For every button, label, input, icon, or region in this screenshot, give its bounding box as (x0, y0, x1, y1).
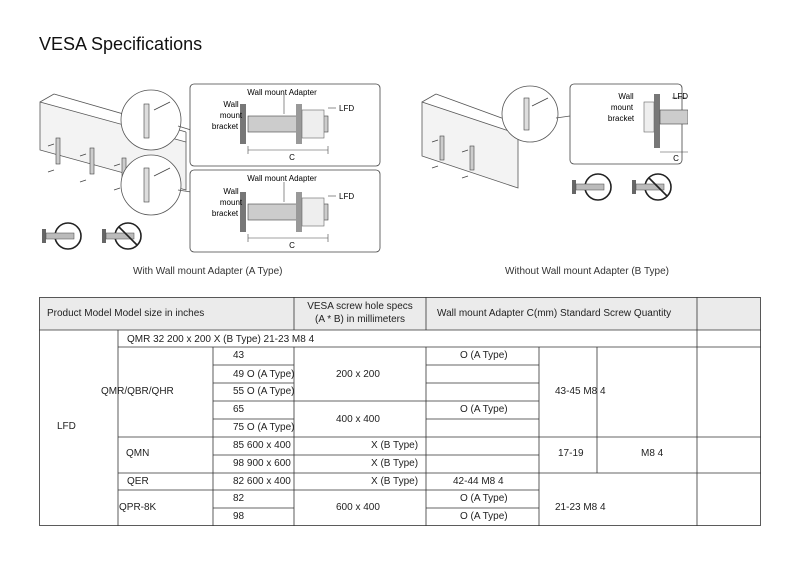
model-qmr-qbr-qhr: QMR/QBR/QHR (101, 386, 174, 397)
adapter-b-type: X (B Type) (371, 458, 419, 469)
svg-text:C: C (289, 241, 295, 250)
svg-text:mount: mount (220, 111, 243, 120)
figure-b-illustration: Wall mount bracket LFD C (421, 83, 688, 201)
label-adapter-top: Wall mount Adapter (247, 88, 317, 97)
screw-not-allowed-icon-b (632, 173, 672, 201)
svg-text:Wall: Wall (223, 187, 238, 196)
label-lfd-bottom: LFD (339, 192, 354, 201)
model-qpr-8k: QPR-8K (119, 502, 157, 513)
vesa-200x200: 200 x 200 (336, 369, 380, 380)
adapter-a-type: O (A Type) (460, 404, 508, 415)
svg-text:C: C (289, 153, 295, 162)
vesa-spec-table: Product Model Model size in inches VESA … (39, 297, 761, 526)
model-qmn: QMN (126, 448, 150, 459)
list-item: 65 (233, 404, 245, 415)
list-item: 82 (233, 493, 245, 504)
list-item: 43 (233, 350, 245, 361)
list-item: 55 O (A Type) (233, 386, 295, 397)
svg-text:mount: mount (220, 198, 243, 207)
zoom-circle-top (120, 89, 182, 151)
header-adapter-screw: Wall mount Adapter C(mm) Standard Screw … (437, 308, 672, 319)
svg-text:Wall: Wall (618, 92, 633, 101)
vesa-600x400: 600 x 400 (336, 502, 380, 513)
product-lfd: LFD (57, 421, 76, 432)
zoom-circle-bottom (120, 154, 182, 216)
svg-text:C: C (673, 154, 679, 163)
adapter-a-type: O (A Type) (460, 350, 508, 361)
zoom-circle-b (501, 85, 559, 143)
figure-a-illustration: Wall mount Adapter Wall mount bracket LF… (39, 83, 381, 253)
list-item: 49 O (A Type) (233, 369, 295, 380)
label-lfd-b: LFD (673, 92, 688, 101)
label-lfd-top: LFD (339, 104, 354, 113)
adapter-a-type: O (A Type) (460, 511, 508, 522)
list-item: 98 900 x 600 (233, 458, 291, 469)
svg-text:bracket: bracket (212, 122, 239, 131)
monitor-panel-b (421, 101, 519, 189)
screw-qty: M8 4 (641, 448, 664, 459)
screw-allowed-icon-b (572, 173, 612, 201)
c-screw-qty: 42-44 M8 4 (453, 476, 504, 487)
figure-b-caption: Without Wall mount Adapter (B Type) (505, 266, 669, 277)
list-item: 85 600 x 400 (233, 440, 291, 451)
svg-text:bracket: bracket (608, 114, 635, 123)
screw-not-allowed-icon (102, 222, 142, 250)
adapter-a-type: O (A Type) (460, 493, 508, 504)
svg-text:Wall: Wall (223, 100, 238, 109)
list-item: 75 O (A Type) (233, 422, 295, 433)
figure-a-caption: With Wall mount Adapter (A Type) (133, 266, 283, 277)
adapter-b-type: X (B Type) (371, 440, 419, 451)
label-adapter-bottom: Wall mount Adapter (247, 174, 317, 183)
c-screw-qty: 43-45 M8 4 (555, 386, 606, 397)
svg-text:bracket: bracket (212, 209, 239, 218)
page-title: VESA Specifications (39, 34, 203, 54)
model-qer: QER (127, 476, 149, 487)
header-product-model: Product Model Model size in inches (47, 308, 205, 319)
svg-text:mount: mount (611, 103, 634, 112)
c-screw-qty: 21-23 M8 4 (555, 502, 606, 513)
vesa-400x400: 400 x 400 (336, 414, 380, 425)
list-item: 98 (233, 511, 245, 522)
header-vesa-line1: VESA screw hole specs (307, 301, 413, 312)
screw-allowed-icon (42, 222, 82, 250)
adapter-b-type: X (B Type) (371, 476, 419, 487)
header-vesa-line2: (A * B) in millimeters (314, 314, 405, 325)
size-vesa: 82 600 x 400 (233, 476, 291, 487)
row-qmr-32: QMR 32 200 x 200 X (B Type) 21-23 M8 4 (127, 334, 315, 345)
table-grid (39, 297, 761, 526)
c-value: 17-19 (558, 448, 584, 459)
